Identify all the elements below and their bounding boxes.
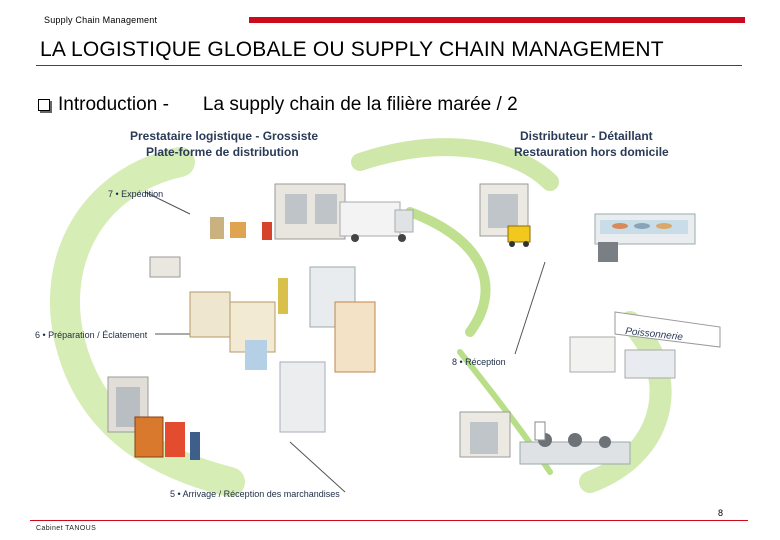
- title-underline: [36, 65, 742, 66]
- flow-swoosh-mid: [405, 207, 491, 337]
- poissonnerie-shop-scene: Poissonnerie: [569, 311, 721, 379]
- step-7-label: 7 • Expédition: [108, 189, 163, 199]
- step-6-label: 6 • Préparation / Éclatement: [35, 330, 148, 340]
- footer-rule: [30, 520, 748, 521]
- footer-company: Cabinet TANOUS: [36, 525, 97, 532]
- section-label: Supply Chain Management: [44, 15, 158, 25]
- checkbox-bullet-icon: [38, 99, 50, 111]
- pallet-stacks-scene: [149, 256, 376, 433]
- bullet-sub-text: La supply chain de la filière marée / 2: [202, 94, 518, 115]
- bullet-introduction: Introduction - La supply chain de la fil…: [38, 94, 518, 116]
- right-heading-line2: Restauration hors domicile: [514, 145, 669, 159]
- slide-title: LA LOGISTIQUE GLOBALE OU SUPPLY CHAIN MA…: [40, 38, 664, 61]
- restaurant-kitchen-scene: [459, 411, 631, 465]
- step-8-connector: [514, 261, 546, 355]
- header-accent-bar: [249, 17, 745, 23]
- step-7-connector: [144, 191, 191, 215]
- flow-swoosh-top: [351, 138, 559, 191]
- arrival-dock-scene: [107, 376, 200, 460]
- flow-swoosh-right: [579, 311, 672, 493]
- left-heading-line1: Prestataire logistique - Grossiste: [130, 129, 318, 143]
- step-5-connector: [289, 441, 346, 493]
- bullet-main-text: Introduction -: [58, 94, 169, 115]
- step-5-label: 5 • Arrivage / Réception des marchandise…: [170, 489, 340, 499]
- supply-chain-illustration: Poissonnerie Prestataire logistique - Gr…: [35, 129, 721, 499]
- loading-dock-scene: [210, 183, 414, 242]
- left-heading-line2: Plate-forme de distribution: [146, 145, 299, 159]
- fish-counter-scene: [594, 213, 696, 262]
- receiving-area-scene: [479, 183, 531, 247]
- step-8-label: 8 • Réception: [452, 357, 506, 367]
- right-heading-line1: Distributeur - Détaillant: [520, 129, 653, 143]
- page-number: 8: [718, 508, 724, 518]
